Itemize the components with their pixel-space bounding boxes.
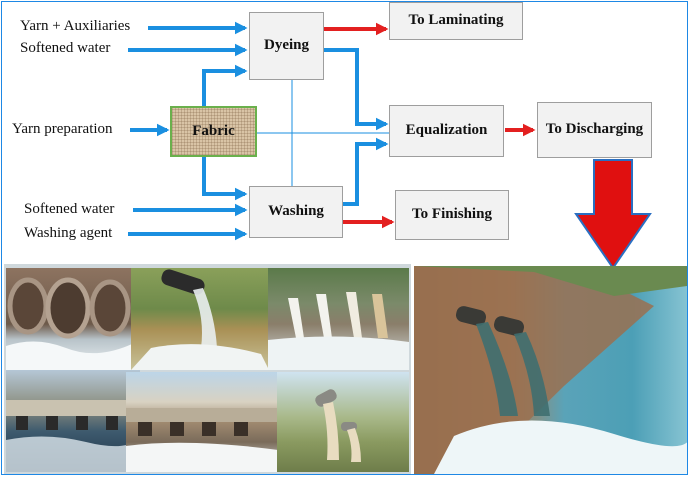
fabric-to-washing-arrow	[202, 157, 248, 201]
river-discharge-photo	[414, 266, 687, 474]
node-to-finishing: To Finishing	[395, 190, 509, 240]
node-fabric: Fabric	[170, 106, 257, 157]
multiple-outfalls-photo	[268, 268, 409, 370]
washing-to-equalization-arrow	[343, 137, 389, 206]
bridge-outfall-photo	[126, 372, 278, 472]
dyeing-to-equalization-arrow	[324, 48, 389, 131]
node-to-laminating: To Laminating	[389, 2, 523, 40]
fabric-to-dyeing-arrow	[202, 64, 248, 106]
node-to-discharging: To Discharging	[537, 102, 652, 158]
weir-outflow-photo	[6, 370, 140, 472]
input-softened-water-bottom: Softened water	[24, 201, 115, 217]
input-washing-agent: Washing agent	[24, 225, 113, 241]
sewer-pipes-photo	[6, 268, 132, 370]
input-softened-water-top: Softened water	[20, 40, 111, 56]
node-washing: Washing	[249, 186, 343, 238]
pipe-outfall-photo	[277, 372, 409, 472]
input-yarn-preparation: Yarn preparation	[12, 121, 113, 137]
node-equalization: Equalization	[389, 105, 504, 157]
input-yarn-auxiliaries: Yarn + Auxiliaries	[20, 18, 131, 34]
factory-drain-photo	[131, 268, 269, 370]
big-down-arrow-icon	[574, 159, 652, 270]
node-dyeing: Dyeing	[249, 12, 324, 80]
